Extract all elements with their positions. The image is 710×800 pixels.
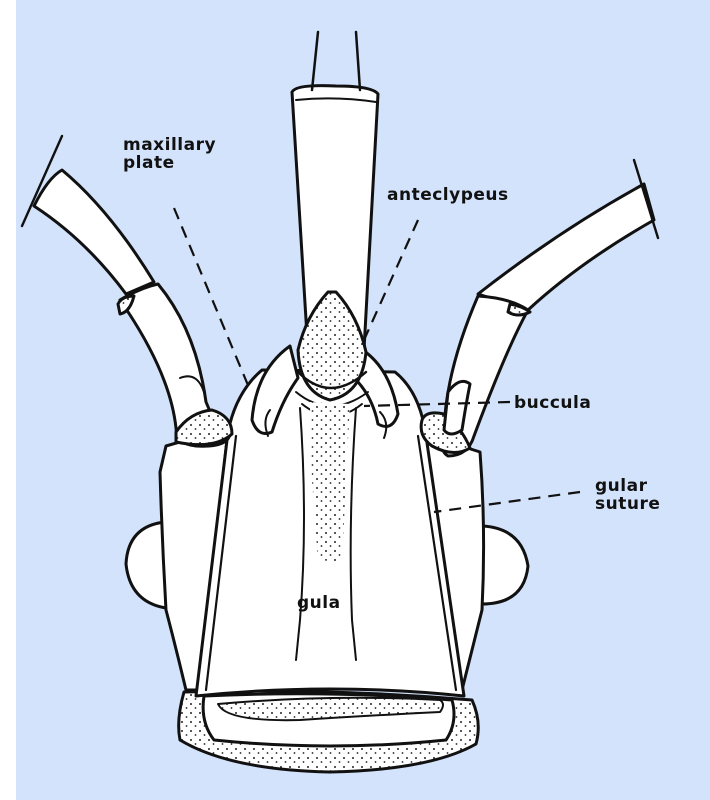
- leader-anteclypeus: [364, 220, 418, 340]
- right-eye-lobe: [482, 526, 528, 604]
- label-gular-suture: gular suture: [595, 477, 660, 513]
- left-eye-lobe: [126, 522, 166, 608]
- label-maxillary-plate: maxillary plate: [123, 136, 216, 172]
- left-antenna-segment: [34, 170, 154, 294]
- label-anteclypeus: anteclypeus: [387, 186, 509, 204]
- right-stylet-top: [356, 32, 360, 90]
- label-buccula: buccula: [514, 394, 591, 412]
- label-gula: gula: [297, 594, 341, 612]
- left-stylet-top: [312, 32, 318, 90]
